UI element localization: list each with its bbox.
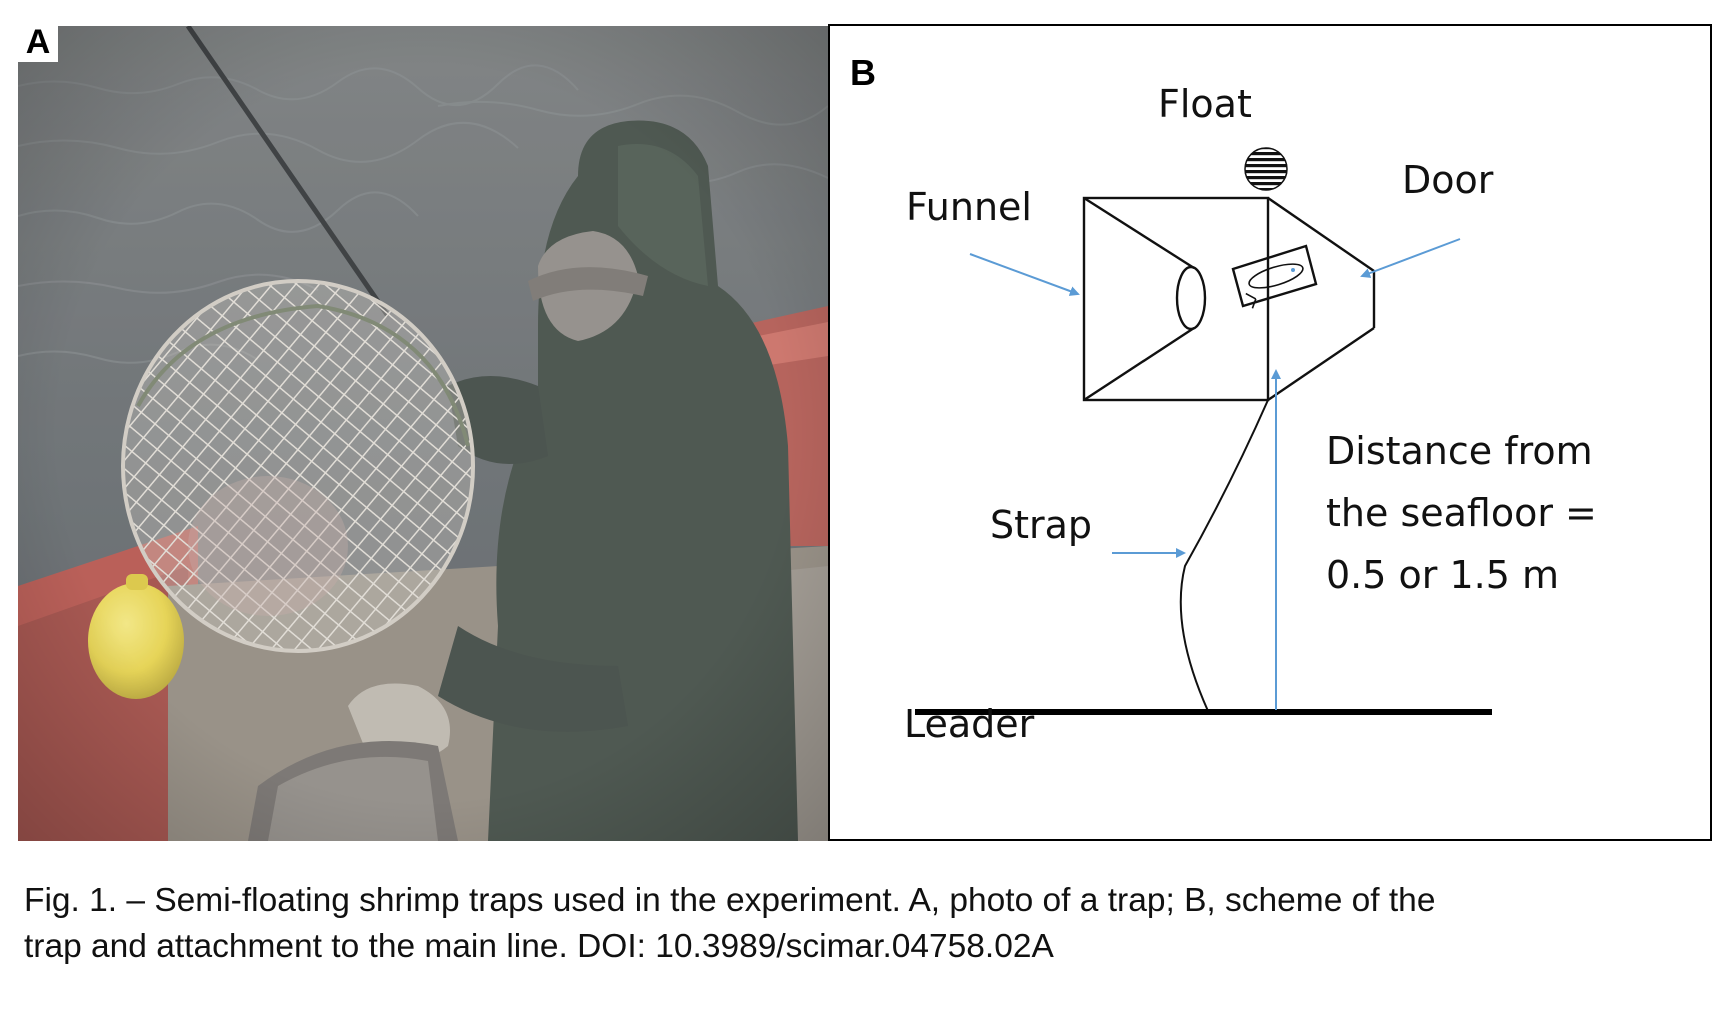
- caption-line-2: trap and attachment to the main line. DO…: [24, 928, 1054, 965]
- leader-label: Leader: [904, 702, 1035, 746]
- trap-photo: [18, 26, 828, 841]
- panel-b-diagram: B Float Funnel Door Strap Leader Distanc…: [828, 24, 1712, 841]
- fish-icon: [1245, 263, 1304, 309]
- strap-label: Strap: [990, 503, 1093, 547]
- funnel-label: Funnel: [906, 185, 1032, 229]
- distance-label: Distance from the seafloor = 0.5 or 1.5 …: [1326, 420, 1597, 606]
- panel-a-photo: [18, 26, 828, 841]
- strap-line: [1179, 399, 1269, 712]
- figure-caption: Fig. 1. – Semi-floating shrimp traps use…: [24, 878, 1714, 970]
- distance-label-line-1: Distance from: [1326, 429, 1593, 473]
- funnel-arrow: [969, 253, 1080, 296]
- float-label: Float: [1158, 82, 1252, 126]
- caption-line-1: Fig. 1. – Semi-floating shrimp traps use…: [24, 882, 1436, 919]
- float-icon: [1244, 147, 1288, 191]
- trap-body: [1082, 196, 1376, 402]
- trap-scheme: [915, 147, 1492, 715]
- distance-label-line-3: 0.5 or 1.5 m: [1326, 553, 1559, 597]
- door-label: Door: [1402, 158, 1494, 202]
- panel-a-letter: A: [18, 22, 58, 62]
- door-arrow: [1360, 238, 1461, 278]
- panel-b-letter: B: [850, 52, 876, 93]
- distance-label-line-2: the seafloor =: [1326, 491, 1597, 535]
